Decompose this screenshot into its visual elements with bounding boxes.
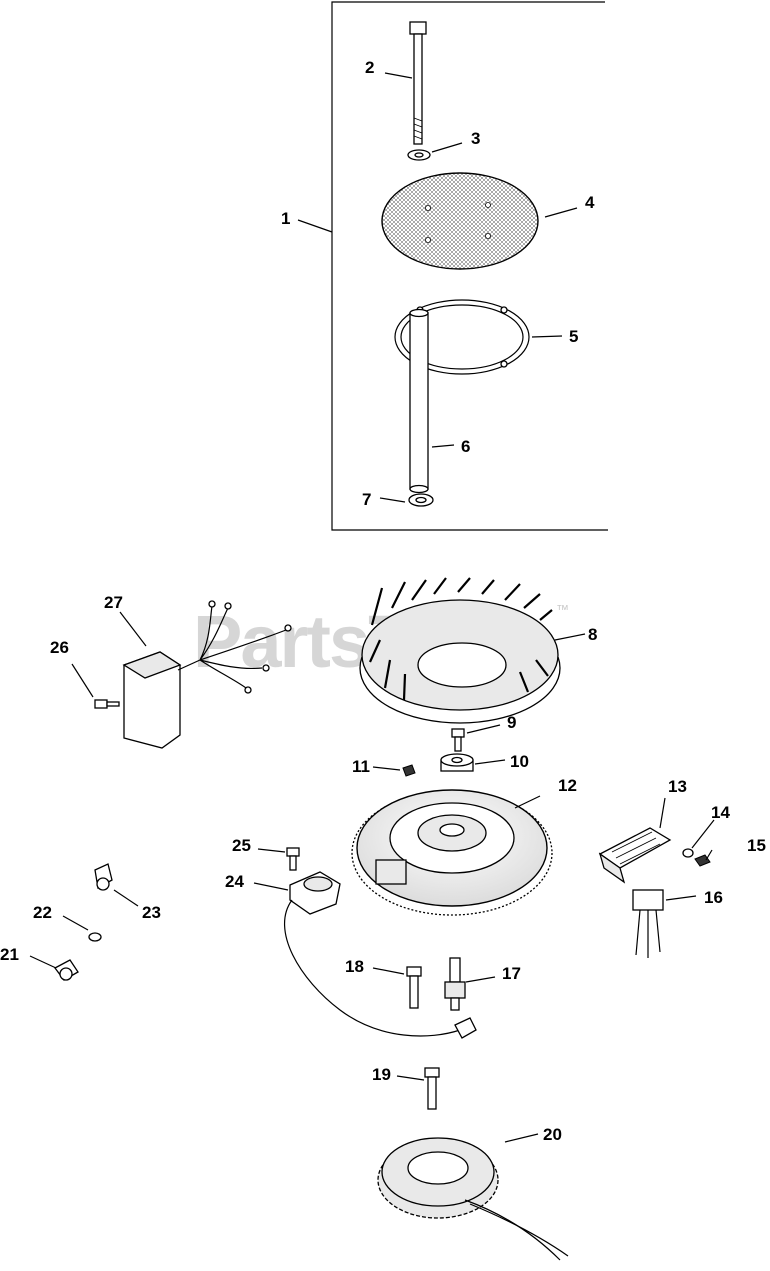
part-8-fan[interactable] [359,577,561,724]
callout-5: 5 [569,327,578,346]
callout-6: 6 [461,437,470,456]
part-27-rectifier[interactable] [122,600,292,749]
callout-19: 19 [372,1065,391,1084]
part-11-key[interactable] [402,764,416,777]
part-14-lockwasher[interactable] [682,848,694,858]
callout-16: 16 [704,888,723,907]
callout-labels: 1 2 3 4 5 6 7 8 9 10 11 12 13 14 15 16 1… [0,58,766,1144]
callout-23: 23 [142,903,161,922]
callout-15: 15 [747,836,766,855]
part-15-screw[interactable] [694,854,711,867]
part-2-bolt[interactable] [409,21,427,145]
part-25-screw[interactable] [286,847,300,871]
callout-26: 26 [50,638,69,657]
callout-2: 2 [365,58,374,77]
kit-bracket [331,1,608,531]
part-4-screen[interactable] [381,172,539,270]
part-16-connector[interactable] [632,889,664,958]
callout-18: 18 [345,957,364,976]
part-23-clamp[interactable] [94,863,113,891]
callout-11: 11 [352,757,370,776]
callout-1: 1 [281,209,290,228]
callout-12: 12 [558,776,577,795]
callout-24: 24 [225,872,244,891]
callout-25: 25 [232,836,251,855]
part-9-screw[interactable] [451,728,465,752]
part-26-screw[interactable] [94,699,120,709]
part-13-regulator[interactable] [598,827,672,884]
callout-20: 20 [543,1125,562,1144]
part-12-flywheel[interactable] [351,789,553,916]
callout-21: 21 [0,945,19,964]
callout-7: 7 [362,490,371,509]
part-10-spacer[interactable] [440,753,474,772]
part-19-bolt[interactable] [424,1067,440,1110]
callout-9: 9 [507,713,516,732]
callout-4: 4 [585,193,595,212]
callout-22: 22 [33,903,52,922]
part-7-washer[interactable] [408,493,434,507]
part-21-clamp[interactable] [54,959,79,981]
leader-lines [29,72,715,1143]
part-22-washer[interactable] [88,932,102,942]
part-24-ignition-module[interactable] [283,871,477,1039]
callout-27: 27 [104,593,123,612]
part-17-spark-plug[interactable] [444,957,466,1011]
part-20-stator[interactable] [377,1137,569,1261]
part-3-washer[interactable] [407,149,431,161]
watermark-trademark: ™ [556,602,569,617]
callout-14: 14 [711,803,730,822]
callout-3: 3 [471,129,480,148]
callout-13: 13 [668,777,687,796]
callout-10: 10 [510,752,529,771]
part-6-tube[interactable] [409,308,429,494]
part-18-bolt[interactable] [406,966,422,1009]
callout-17: 17 [502,964,521,983]
callout-8: 8 [588,625,597,644]
